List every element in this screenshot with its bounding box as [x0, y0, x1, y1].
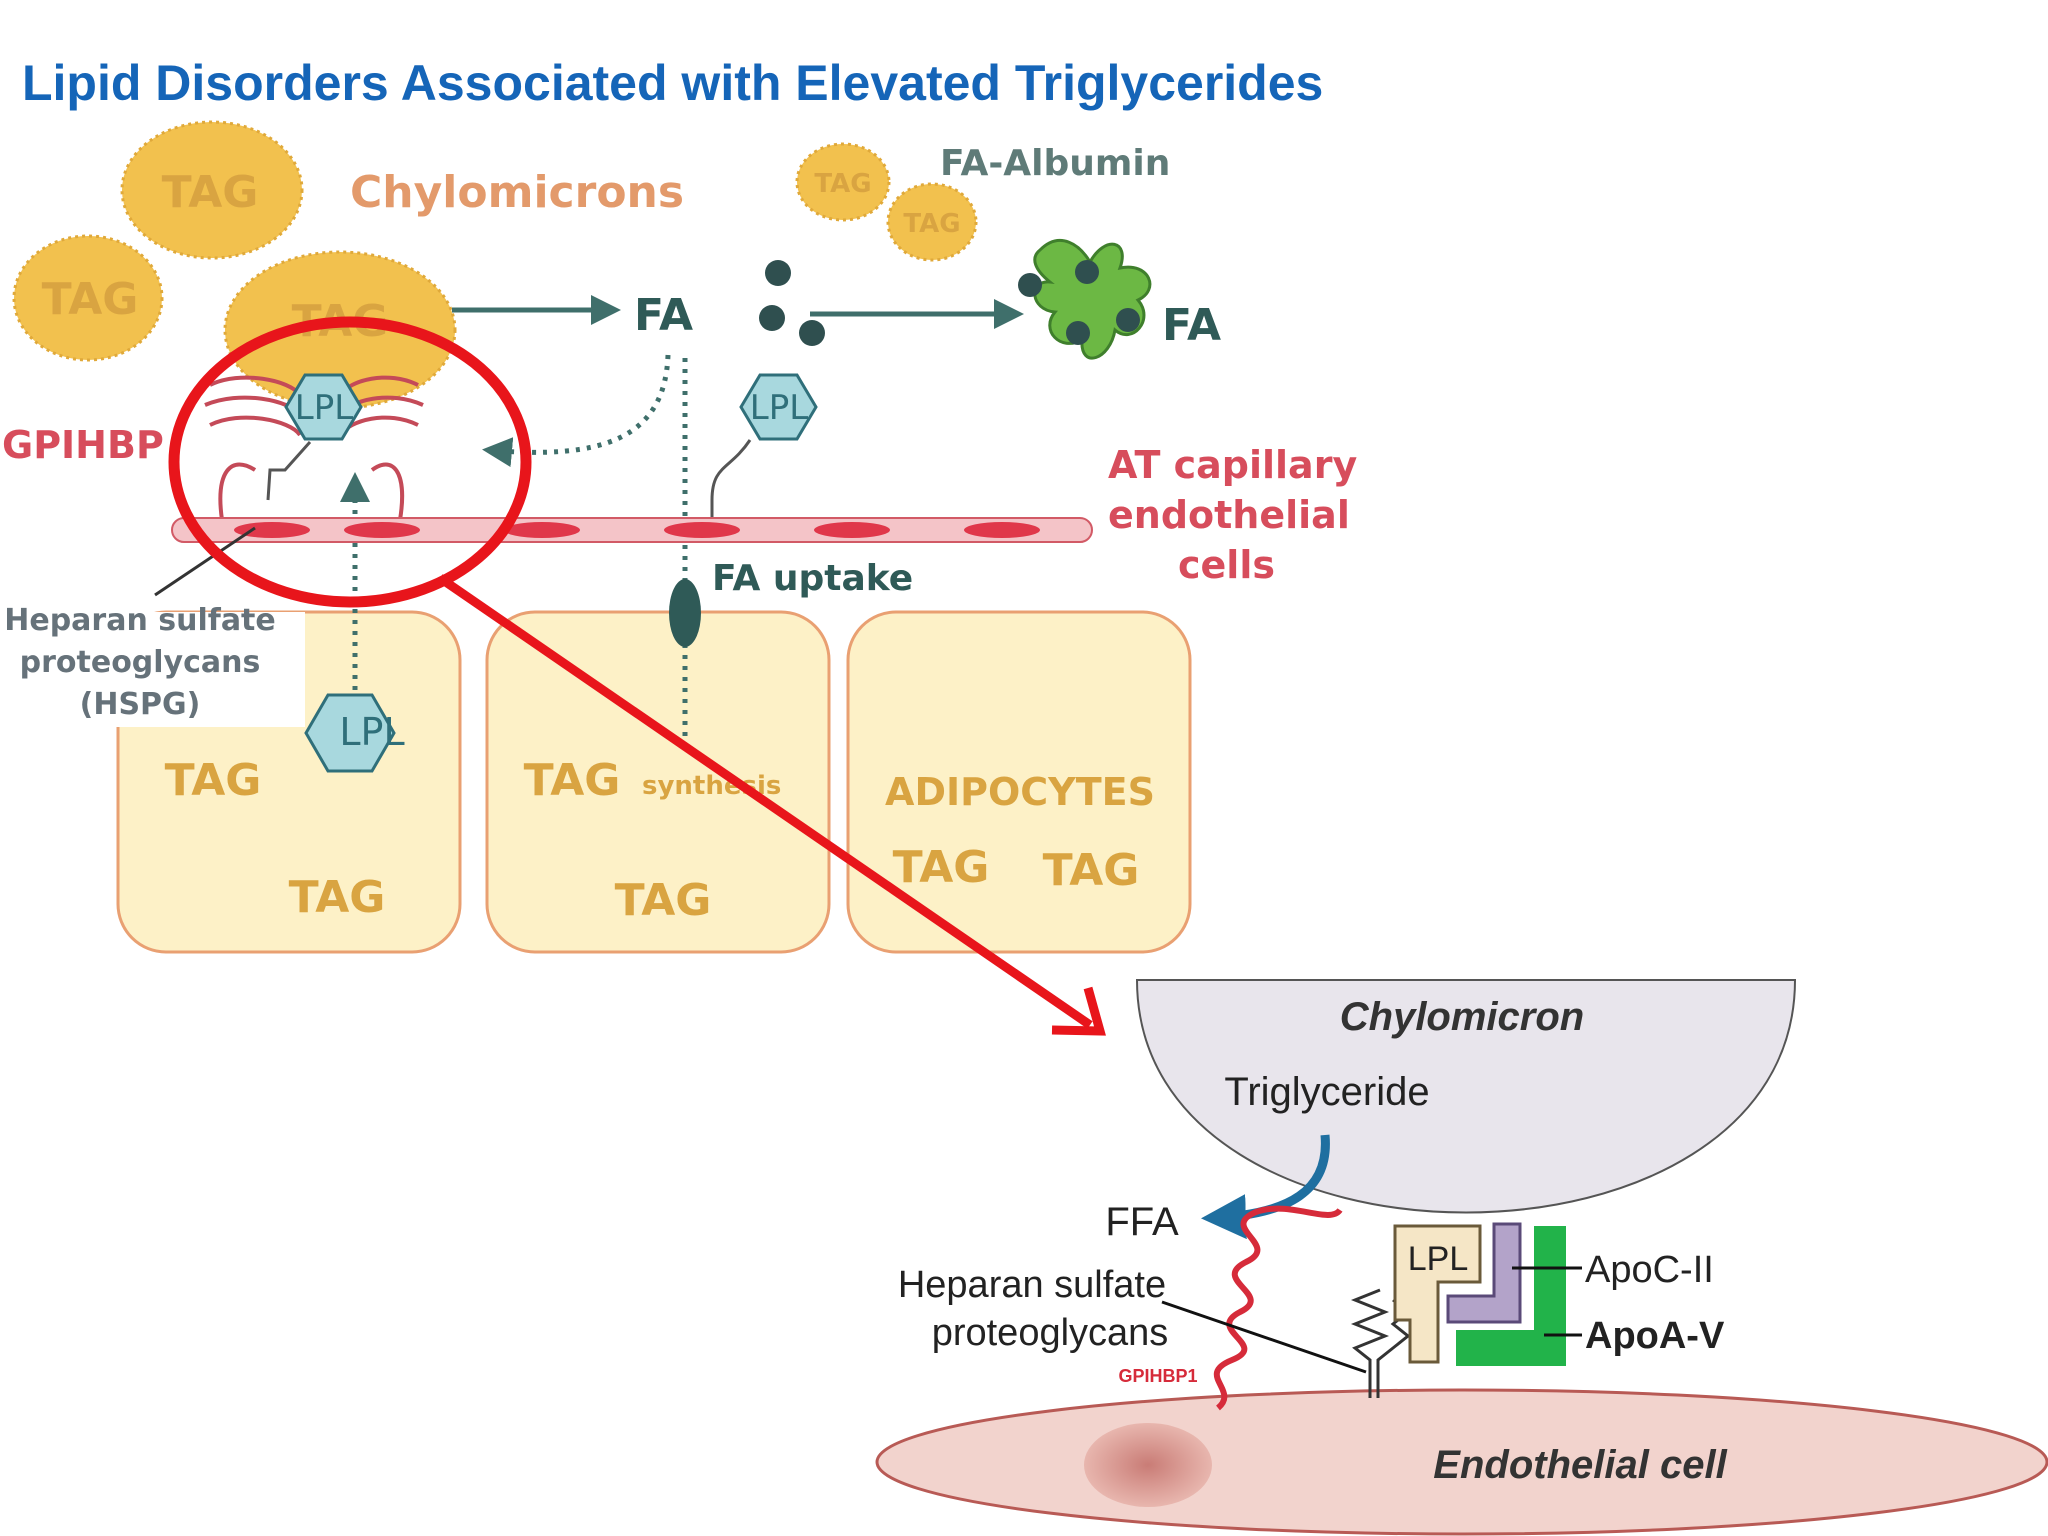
tag-label-cell2-a: TAG: [524, 755, 621, 806]
chylomicrons-label: Chylomicrons: [350, 167, 684, 218]
fa-label-2: FA: [1162, 300, 1221, 351]
highlight-callout: [168, 316, 1106, 1036]
triglyceride-label: Triglyceride: [1224, 1070, 1429, 1114]
hspg-label-1: Heparan sulfate: [4, 603, 276, 638]
adipocytes-label: ADIPOCYTES: [885, 770, 1155, 814]
tag-label-cell2-b: TAG: [615, 875, 712, 926]
tag-label-cell1-b: TAG: [289, 872, 386, 923]
albumin-fa-dot-2: [1075, 260, 1099, 284]
lpl-hspg-anchor: [266, 441, 312, 501]
highlight-circle: [168, 316, 532, 608]
tag-label-cell1-a: TAG: [165, 755, 262, 806]
hspg-chain-1: [1350, 1288, 1390, 1398]
top-diagram: TAG TAG TAG TAG TAG TAG TAG TAG TAG TAG …: [0, 120, 1357, 954]
lpl-2-anchor: [710, 439, 752, 525]
tag-label-1: TAG: [162, 167, 259, 218]
fa-uptake-label: FA uptake: [712, 558, 913, 599]
at-capillary-label-2: endothelial: [1108, 493, 1350, 537]
tag-droplet-2: [12, 234, 164, 362]
ffa-label: FFA: [1105, 1200, 1179, 1244]
fa-transporter: [669, 579, 701, 647]
ffa-release-arrow: [1201, 1134, 1330, 1240]
endothelial-nucleus: [1084, 1423, 1212, 1507]
at-capillary-label-1: AT capillary: [1108, 443, 1357, 487]
lpl-label-3: LPL: [339, 710, 404, 754]
adipocyte-cell-3: [846, 610, 1192, 954]
lpl-label-1: LPL: [295, 388, 353, 428]
hspg-pointer-bottom: [1161, 1300, 1367, 1374]
at-capillary-label-3: cells: [1178, 543, 1275, 587]
fa-dot-2: [759, 305, 785, 331]
hspg-bottom-label-1: Heparan sulfate: [898, 1264, 1166, 1306]
fa-dot-1: [765, 260, 791, 286]
tag-label-cell3-b: TAG: [1043, 845, 1140, 896]
adipocyte-cell-2: [485, 610, 831, 954]
page-title: Lipid Disorders Associated with Elevated…: [22, 55, 1323, 111]
lpl-hexagon-3: LPL: [304, 693, 405, 773]
gpihbp1-label: GPIHBP1: [1118, 1366, 1197, 1386]
lpl-hexagon-1: LPL: [284, 373, 363, 441]
gpihbp1-protein: [1214, 1205, 1343, 1411]
fa-dot-3: [799, 320, 825, 346]
tag-label-cell3-a: TAG: [893, 842, 990, 893]
highlight-arrow-line: [437, 574, 1093, 1029]
hspg-pointer: [154, 526, 256, 597]
tag-droplet-small-2: [886, 182, 978, 262]
apoc2-label: ApoC-II: [1585, 1249, 1714, 1291]
endothelial-cell-label: Endothelial cell: [1433, 1443, 1727, 1487]
tag-label-small-2: TAG: [903, 209, 960, 239]
albumin-fa-dot-3: [1066, 321, 1090, 345]
hspg-label-backdrop: [0, 612, 305, 727]
albumin-fa-dot-4: [1116, 308, 1140, 332]
lpl-hexagon-2: LPL: [739, 373, 818, 441]
lpl-label-2: LPL: [750, 388, 808, 428]
lpl-protein: [1393, 1224, 1482, 1364]
tag-label-2: TAG: [42, 274, 139, 325]
tag-droplet-1: [120, 120, 304, 260]
tag-droplet-small-1: [795, 142, 891, 222]
fa-albumin-label: FA-Albumin: [940, 143, 1170, 184]
capillary-endothelium: [171, 517, 1093, 543]
fa-recycle-arrow: [482, 354, 671, 468]
highlight-arrow-head: [1051, 986, 1106, 1036]
hspg-label-3: (HSPG): [80, 687, 201, 722]
tag-droplet-chylomicron: [223, 250, 457, 410]
hspg-label-2: proteoglycans: [20, 645, 261, 680]
albumin-protein: [1033, 238, 1152, 360]
apoc2-protein: [1446, 1222, 1522, 1324]
hspg-bottom-label-2: proteoglycans: [932, 1312, 1169, 1354]
albumin-fa-dot-1: [1018, 273, 1042, 297]
chylomicron-sphere: [1135, 979, 1797, 1214]
fa-label-1: FA: [634, 290, 693, 341]
chylomicron-label: Chylomicron: [1340, 995, 1584, 1039]
bottom-diagram: Chylomicron Triglyceride Endothelial cel…: [875, 979, 2048, 1536]
tag-label-small-1: TAG: [814, 169, 871, 199]
apoa5-label: ApoA-V: [1585, 1315, 1725, 1357]
gpihbp-label: GPIHBP: [2, 423, 164, 467]
lpl-bottom-label: LPL: [1408, 1240, 1469, 1278]
